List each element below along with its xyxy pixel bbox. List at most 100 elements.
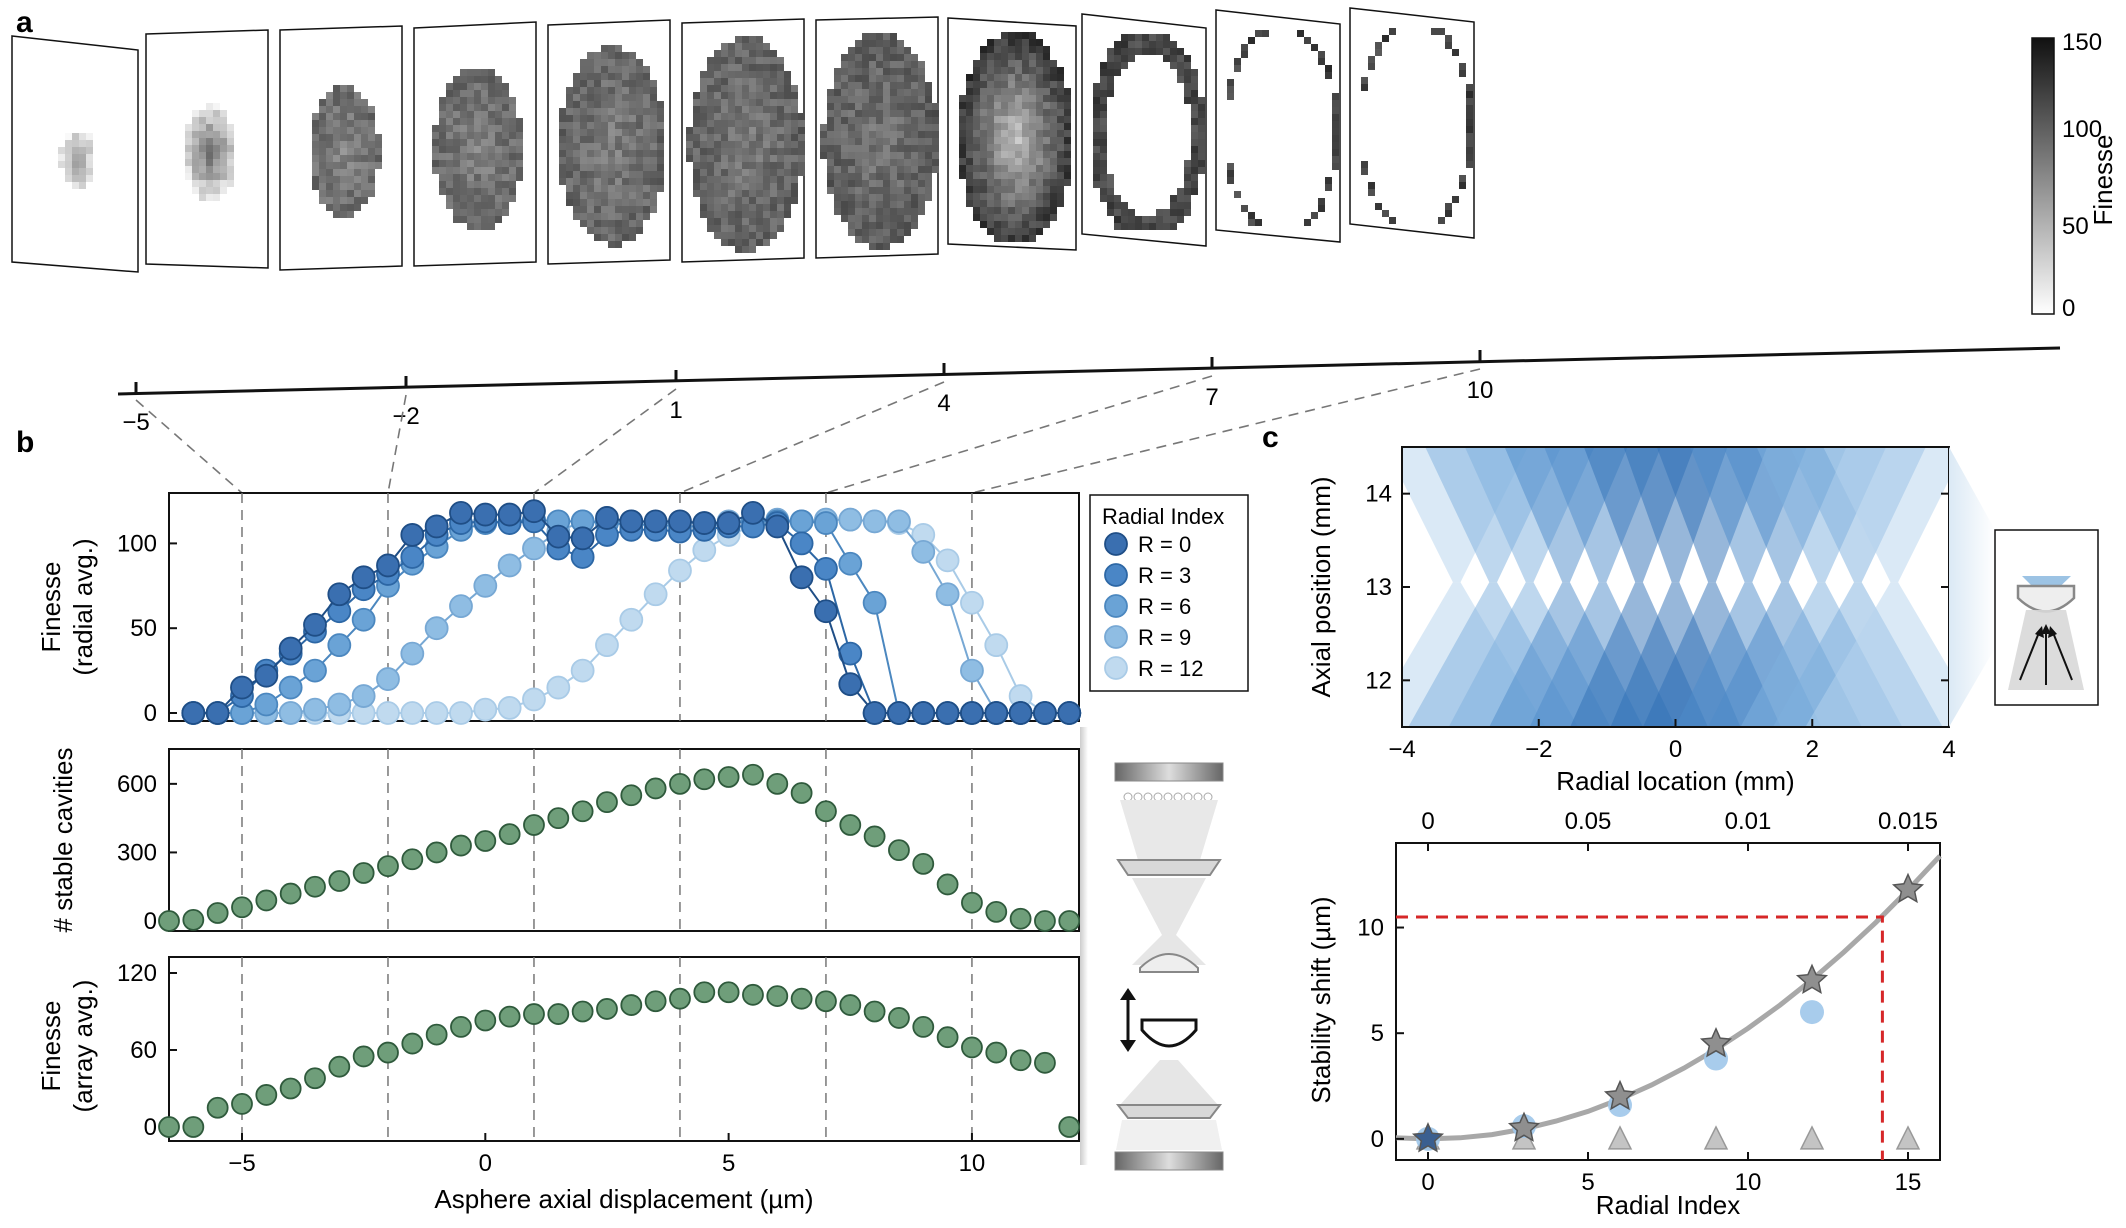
heatmap-pixel (855, 103, 862, 110)
heatmap-pixel (1043, 221, 1050, 228)
heatmap-pixel (834, 180, 841, 187)
heatmap-pixel (763, 57, 770, 64)
heatmap-pixel (897, 124, 904, 131)
heatmap-pixel (622, 157, 629, 164)
heatmap-pixel (883, 166, 890, 173)
heatmap-pixel (354, 162, 361, 169)
heatmap-pixel (1001, 123, 1008, 130)
heatmap-pixel (869, 75, 876, 82)
b-top-ytick-label: 50 (130, 615, 157, 642)
heatmap-frame-10 (1349, 7, 1475, 239)
heatmap-pixel (488, 76, 495, 83)
heatmap-pixel (1008, 158, 1015, 165)
heatmap-pixel (1438, 28, 1445, 35)
heatmap-pixel (980, 221, 987, 228)
data-point-R=6 (862, 590, 887, 615)
heatmap-pixel (354, 127, 361, 134)
data-point-R=0 (668, 509, 692, 534)
heatmap-pixel (1156, 34, 1163, 41)
heatmap-pixel (622, 108, 629, 115)
heatmap-pixel (573, 129, 580, 136)
heatmap-pixel (869, 138, 876, 145)
heatmap-pixel (959, 123, 966, 130)
heatmap-pixel (1114, 209, 1121, 216)
heatmap-pixel (987, 74, 994, 81)
heatmap-pixel (481, 202, 488, 209)
heatmap-pixel (897, 131, 904, 138)
heatmap-pixel (770, 64, 777, 71)
heatmap-pixel (1156, 41, 1163, 48)
heatmap-pixel (326, 204, 333, 211)
heatmap-pixel (1043, 179, 1050, 186)
heatmap-pixel (460, 160, 467, 167)
heatmap-pixel (925, 131, 932, 138)
heatmap-pixel (1036, 193, 1043, 200)
heatmap-pixel (932, 124, 939, 131)
heatmap-pixel (721, 155, 728, 162)
heatmap-pixel (876, 96, 883, 103)
heatmap-pixel (354, 197, 361, 204)
heatmap-pixel (333, 148, 340, 155)
data-point-R=0 (1033, 701, 1057, 725)
heatmap-pixel (770, 204, 777, 211)
data-point-R=9 (351, 684, 376, 708)
heatmap-pixel (213, 124, 220, 131)
heatmap-pixel (1001, 67, 1008, 74)
heatmap-pixel (580, 199, 587, 206)
heatmap-pixel (453, 153, 460, 160)
heatmap-pixel (994, 228, 1001, 235)
heatmap-pixel (784, 190, 791, 197)
heatmap-pixel (488, 83, 495, 90)
heatmap-pixel (608, 185, 615, 192)
heatmap-pixel (987, 88, 994, 95)
heatmap-pixel (777, 64, 784, 71)
heatmap-pixel (827, 110, 834, 117)
heatmap-pixel (742, 120, 749, 127)
heatmap-pixel (883, 208, 890, 215)
heatmap-pixel (1375, 42, 1382, 49)
heatmap-pixel (827, 117, 834, 124)
data-point-cavities (571, 800, 594, 823)
heatmap-pixel (1198, 139, 1205, 146)
heatmap-pixel (756, 85, 763, 92)
heatmap-pixel (869, 82, 876, 89)
heatmap-pixel (566, 164, 573, 171)
heatmap-pixel (700, 71, 707, 78)
heatmap-pixel (749, 190, 756, 197)
heatmap-pixel (580, 171, 587, 178)
heatmap-pixel (777, 134, 784, 141)
heatmap-pixel (354, 176, 361, 183)
heatmap-pixel (573, 87, 580, 94)
data-point-R=0 (570, 526, 595, 551)
heatmap-pixel (474, 167, 481, 174)
heatmap-pixel (495, 125, 502, 132)
heatmap-pixel (959, 116, 966, 123)
heatmap-pixel (1057, 95, 1064, 102)
heatmap-pixel (693, 113, 700, 120)
heatmap-pixel (86, 147, 93, 154)
heatmap-pixel (608, 220, 615, 227)
heatmap-pixel (987, 165, 994, 172)
heatmap-pixel (481, 139, 488, 146)
heatmap-pixel (213, 173, 220, 180)
heatmap-pixel (615, 129, 622, 136)
heatmap-pixel (1043, 172, 1050, 179)
heatmap-pixel (918, 187, 925, 194)
heatmap-pixel (784, 155, 791, 162)
heatmap-pixel (361, 183, 368, 190)
heatmap-pixel (439, 160, 446, 167)
heatmap-pixel (333, 120, 340, 127)
heatmap-pixel (1361, 77, 1368, 84)
heatmap-pixel (1100, 97, 1107, 104)
data-point-finesse-avg (523, 1003, 545, 1025)
heatmap-pixel (495, 153, 502, 160)
heatmap-pixel (721, 106, 728, 113)
heatmap-pixel (467, 153, 474, 160)
heatmap-pixel (749, 36, 756, 43)
heatmap-pixel (629, 192, 636, 199)
heatmap-pixel (1389, 28, 1396, 35)
heatmap-pixel (756, 134, 763, 141)
heatmap-pixel (784, 92, 791, 99)
heatmap-pixel (1128, 216, 1135, 223)
heatmap-pixel (848, 201, 855, 208)
